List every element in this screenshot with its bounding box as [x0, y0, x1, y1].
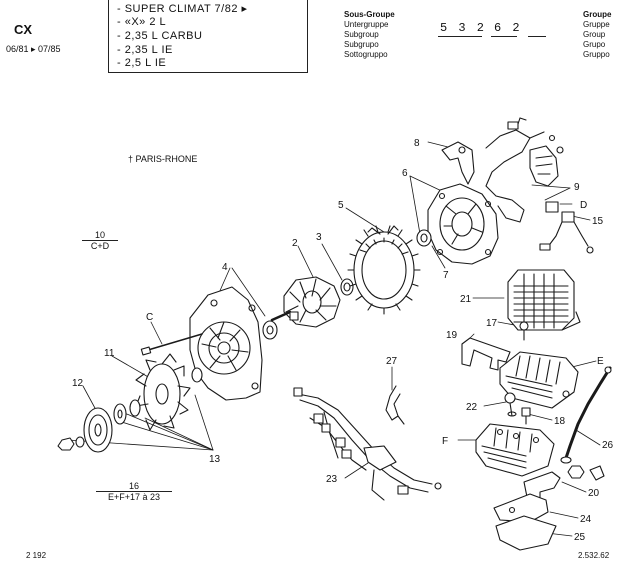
callout-24: 24 [580, 514, 592, 525]
callout-18: 18 [554, 416, 566, 427]
rectifier-module-f [475, 423, 555, 477]
group-label-en: Group [583, 30, 606, 39]
variant-235-carbu: - 2,35 L CARBU [117, 30, 203, 42]
variant-25-ie: - 2,5 L IE [117, 57, 167, 69]
wiring-harness [293, 387, 442, 501]
regulator-module-e [499, 351, 579, 409]
kit-10-number: 10 [94, 230, 105, 240]
cooling-fan [135, 353, 191, 431]
screw-22 [504, 392, 517, 417]
callout-12: 12 [72, 378, 84, 389]
kit-10-fraction: 10 C+D [82, 230, 118, 251]
through-bolt-c [140, 333, 203, 356]
subgroup-label-es: Subgrupo [344, 40, 379, 49]
shaft-bearing [262, 320, 278, 340]
callout-25: 25 [574, 532, 586, 543]
callout-5: 5 [338, 200, 344, 211]
group-code: 6 2 [494, 21, 522, 35]
rotor [270, 276, 341, 328]
footer-left-code: 2 192 [26, 551, 47, 560]
callout-21: 21 [460, 294, 472, 305]
screw-18 [521, 407, 531, 425]
variant-235-ie: - 2,35 L IE [117, 44, 173, 56]
stator [347, 225, 421, 315]
suppressor-capacitor [539, 201, 594, 254]
callout-23: 23 [326, 474, 338, 485]
callout-d: D [580, 200, 587, 211]
subgroup-code-underline [438, 36, 482, 37]
callout-15: 15 [592, 216, 604, 227]
callout-4: 4 [222, 262, 228, 273]
production-dates: 06/81 ▸ 07/85 [6, 44, 61, 54]
callout-17: 17 [486, 318, 498, 329]
subgroup-label-it: Sottogruppo [344, 50, 388, 59]
kit-10-contents: C+D [82, 240, 118, 251]
callout-2: 2 [292, 238, 298, 249]
fan-spacer [191, 367, 203, 383]
cable-lead [560, 366, 612, 464]
callout-22: 22 [466, 402, 478, 413]
bracket-bearing [416, 229, 432, 247]
callout-26: 26 [602, 440, 614, 451]
kit-16-contents: E+F+17 à 23 [96, 491, 172, 502]
group-label-fr: Groupe [583, 10, 612, 19]
brush-holder-plate [441, 141, 475, 185]
callout-19: 19 [446, 330, 458, 341]
callout-c: C [146, 312, 153, 323]
code-blank-underline [528, 36, 546, 37]
engine-variants-box: - SUPER CLIMAT 7/82 ▸ - «X» 2 L - 2,35 L… [108, 0, 308, 73]
mounting-plate [495, 515, 557, 551]
callout-11: 11 [104, 348, 115, 359]
model-name: CX [14, 22, 33, 37]
subgroup-label-en: Subgroup [344, 30, 379, 39]
slip-ring-bearing [340, 278, 354, 296]
rectifier-harness [485, 117, 564, 223]
spacer-ring [129, 399, 141, 417]
callout-e: E [597, 356, 604, 367]
callout-20: 20 [588, 488, 600, 499]
callout-13: 13 [209, 454, 221, 465]
group-label-es: Grupo [583, 40, 606, 49]
subgroup-label-de: Untergruppe [344, 20, 389, 29]
callout-9: 9 [574, 182, 580, 193]
drive-end-bracket [189, 286, 263, 401]
callout-6: 6 [402, 168, 408, 179]
voltage-regulator [507, 269, 581, 331]
callout-8: 8 [414, 138, 420, 149]
wire-clip [385, 385, 405, 425]
subgroup-code: 5 3 2 [440, 21, 487, 35]
callout-27: 27 [386, 356, 398, 367]
callout-7: 7 [443, 270, 449, 281]
callout-labels: 2 3 4 5 6 7 8 9 D 15 21 17 19 E 22 18 F … [72, 138, 614, 543]
pulley-nut [57, 436, 85, 451]
variant-super-climat: - SUPER CLIMAT 7/82 ▸ [117, 3, 248, 15]
callout-3: 3 [316, 232, 322, 243]
kit-16-number: 16 [128, 481, 139, 491]
manufacturer-note: † PARIS-RHONE [128, 154, 198, 164]
drive-pulley [83, 407, 113, 453]
callout-f: F [442, 436, 448, 447]
nut-20 [567, 465, 605, 481]
clamp-bracket [493, 471, 561, 523]
subgroup-label-fr: Sous-Groupe [344, 10, 395, 19]
group-label-it: Gruppo [583, 50, 610, 59]
group-code-underline [491, 36, 517, 37]
kit-16-fraction: 16 E+F+17 à 23 [96, 481, 172, 502]
group-label-de: Gruppe [583, 20, 610, 29]
connecting-strap [461, 337, 511, 371]
footer-right-code: 2.532.62 [578, 551, 610, 560]
regulator-screw [519, 321, 529, 341]
pulley-washer [113, 403, 127, 425]
variant-x-2l: - «X» 2 L [117, 16, 167, 28]
slip-ring-end-bracket [427, 183, 499, 265]
